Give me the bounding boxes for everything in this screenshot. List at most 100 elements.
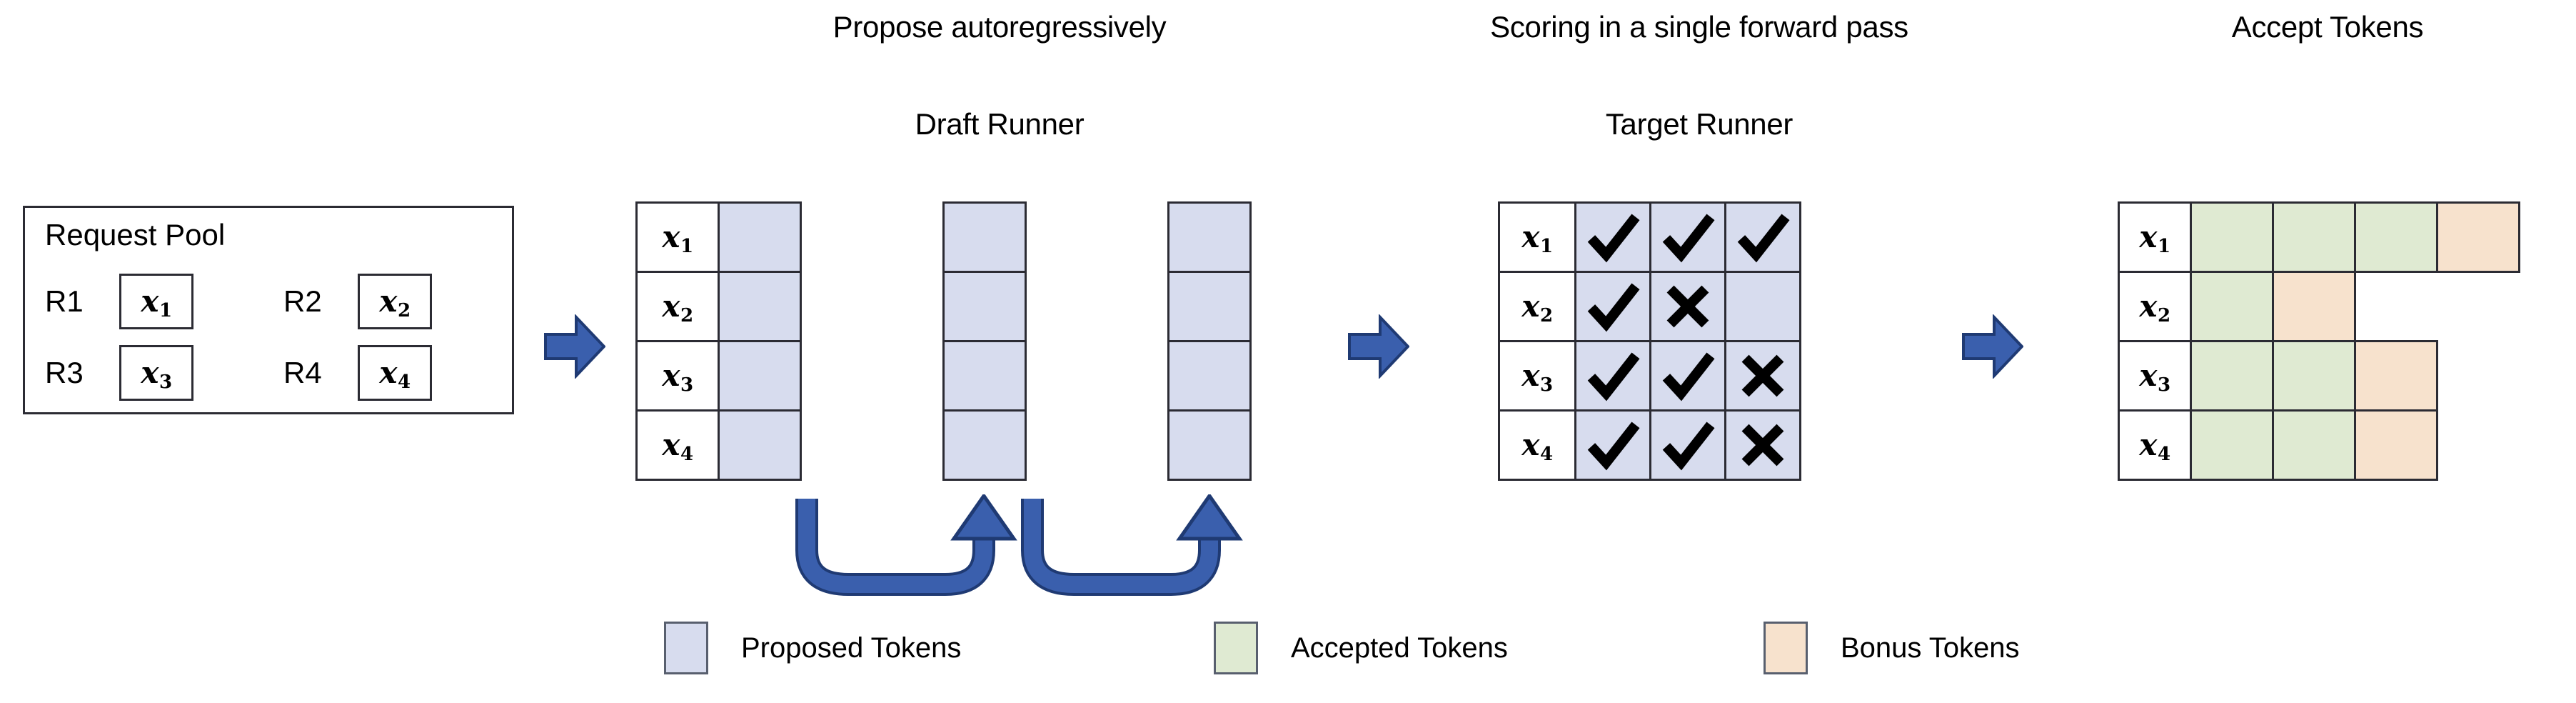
draft-loop-arrow-1 (795, 494, 1017, 596)
accept-cell-bonus (2436, 201, 2520, 273)
draft-cell (718, 409, 802, 481)
draft-step-column-3 (1167, 201, 1252, 481)
draft-cell (942, 271, 1027, 342)
draft-row-label-3: x3 (635, 340, 720, 412)
draft-cell (1167, 340, 1252, 412)
request-row-4: R4 x4 (283, 345, 432, 401)
target-cell-check (1649, 201, 1726, 273)
draft-step-column-2 (942, 201, 1027, 481)
accept-row-label-4: x4 (2118, 409, 2192, 481)
request-token-r4: x4 (358, 345, 432, 401)
accept-row-label-2: x2 (2118, 271, 2192, 342)
accept-row-2: x2 (2118, 271, 2518, 342)
check-icon (1662, 352, 1715, 402)
target-cell-check (1574, 271, 1651, 342)
accept-row-3: x3 (2118, 340, 2520, 412)
draft-cell (718, 201, 802, 273)
target-cell-check (1649, 409, 1726, 481)
accept-cell-empty (2436, 409, 2520, 481)
cross-icon (1741, 424, 1784, 467)
accept-cell-accepted (2190, 271, 2274, 342)
draft-cell (1167, 271, 1252, 342)
target-cell-check (1574, 409, 1651, 481)
accept-cell-empty (2354, 271, 2438, 342)
target-row-3: x3 (1498, 340, 1801, 412)
draft-label-column: x1 x2 x3 x4 (635, 201, 720, 481)
accept-cell-accepted (2272, 201, 2356, 273)
check-icon (1662, 422, 1715, 471)
request-label-r1: R1 (45, 284, 84, 318)
accept-cell-bonus (2354, 340, 2438, 412)
stage-title-accept: Accept Tokens (2231, 10, 2424, 44)
legend-label-accepted: Accepted Tokens (1291, 632, 1508, 664)
legend-swatch-proposed (664, 622, 708, 674)
request-row-1: R1 x1 (45, 274, 193, 329)
legend-label-proposed: Proposed Tokens (741, 632, 962, 664)
accept-cell-accepted (2272, 340, 2356, 412)
target-cell-cross (1724, 340, 1801, 412)
check-icon (1587, 422, 1640, 471)
legend: Proposed Tokens Accepted Tokens Bonus To… (0, 614, 2576, 693)
runner-title-target: Target Runner (1605, 107, 1793, 141)
request-token-r1: x1 (119, 274, 193, 329)
request-pool-title: Request Pool (45, 218, 226, 251)
accept-tokens-grid: x1 x2 x3 x4 (2118, 201, 2520, 481)
request-row-2: R2 x2 (283, 274, 432, 329)
draft-step-column-1 (718, 201, 802, 481)
check-icon (1737, 214, 1790, 263)
accept-row-4: x4 (2118, 409, 2520, 481)
token-x4: x4 (379, 355, 411, 394)
draft-loop-arrow-2 (1021, 494, 1243, 596)
check-icon (1662, 214, 1715, 263)
accept-cell-empty (2436, 340, 2520, 412)
target-runner: x1 x2 (1498, 201, 1801, 481)
draft-row-label-1: x1 (635, 201, 720, 273)
accept-cell-accepted (2190, 340, 2274, 412)
draft-row-label-4: x4 (635, 409, 720, 481)
request-token-r2: x2 (358, 274, 432, 329)
request-label-r2: R2 (283, 284, 322, 318)
target-cell-cross (1649, 271, 1726, 342)
check-icon (1587, 283, 1640, 332)
draft-cell (942, 409, 1027, 481)
token-x3: x3 (141, 355, 173, 394)
stage-title-scoring: Scoring in a single forward pass (1490, 10, 1908, 44)
runner-title-draft: Draft Runner (915, 107, 1085, 141)
draft-cell (942, 201, 1027, 273)
target-cell-empty (1724, 271, 1801, 342)
legend-label-bonus: Bonus Tokens (1841, 632, 2020, 664)
request-label-r4: R4 (283, 356, 322, 389)
accept-cell-accepted (2190, 201, 2274, 273)
flow-arrow-draft-to-target (1348, 314, 1409, 379)
accept-cell-bonus (2272, 271, 2356, 342)
target-cell-check (1574, 201, 1651, 273)
request-row-3: R3 x3 (45, 345, 193, 401)
target-cell-check (1649, 340, 1726, 412)
accept-cell-accepted (2354, 201, 2438, 273)
target-row-4: x4 (1498, 409, 1801, 481)
request-token-r3: x3 (119, 345, 193, 401)
accept-cell-bonus (2354, 409, 2438, 481)
request-pool: Request Pool R1 x1 R2 x2 R3 x3 R4 x4 (23, 206, 514, 414)
accept-cell-accepted (2190, 409, 2274, 481)
accept-row-1: x1 (2118, 201, 2520, 273)
draft-cell (1167, 201, 1252, 273)
draft-cell (942, 340, 1027, 412)
token-x2: x2 (379, 284, 411, 322)
token-x1: x1 (141, 284, 173, 322)
legend-swatch-accepted (1214, 622, 1258, 674)
legend-item-accepted: Accepted Tokens (1214, 622, 1508, 674)
draft-row-label-2: x2 (635, 271, 720, 342)
cross-icon (1741, 354, 1784, 397)
target-cell-cross (1724, 409, 1801, 481)
target-row-label-4: x4 (1498, 409, 1576, 481)
legend-item-bonus: Bonus Tokens (1764, 622, 2020, 674)
target-row-label-2: x2 (1498, 271, 1576, 342)
draft-cell (1167, 409, 1252, 481)
flow-arrow-target-to-accept (1962, 314, 2023, 379)
flow-arrow-pool-to-draft (544, 314, 605, 379)
target-row-label-1: x1 (1498, 201, 1576, 273)
stage-title-propose: Propose autoregressively (832, 10, 1167, 44)
check-icon (1587, 214, 1640, 263)
cross-icon (1666, 285, 1709, 328)
